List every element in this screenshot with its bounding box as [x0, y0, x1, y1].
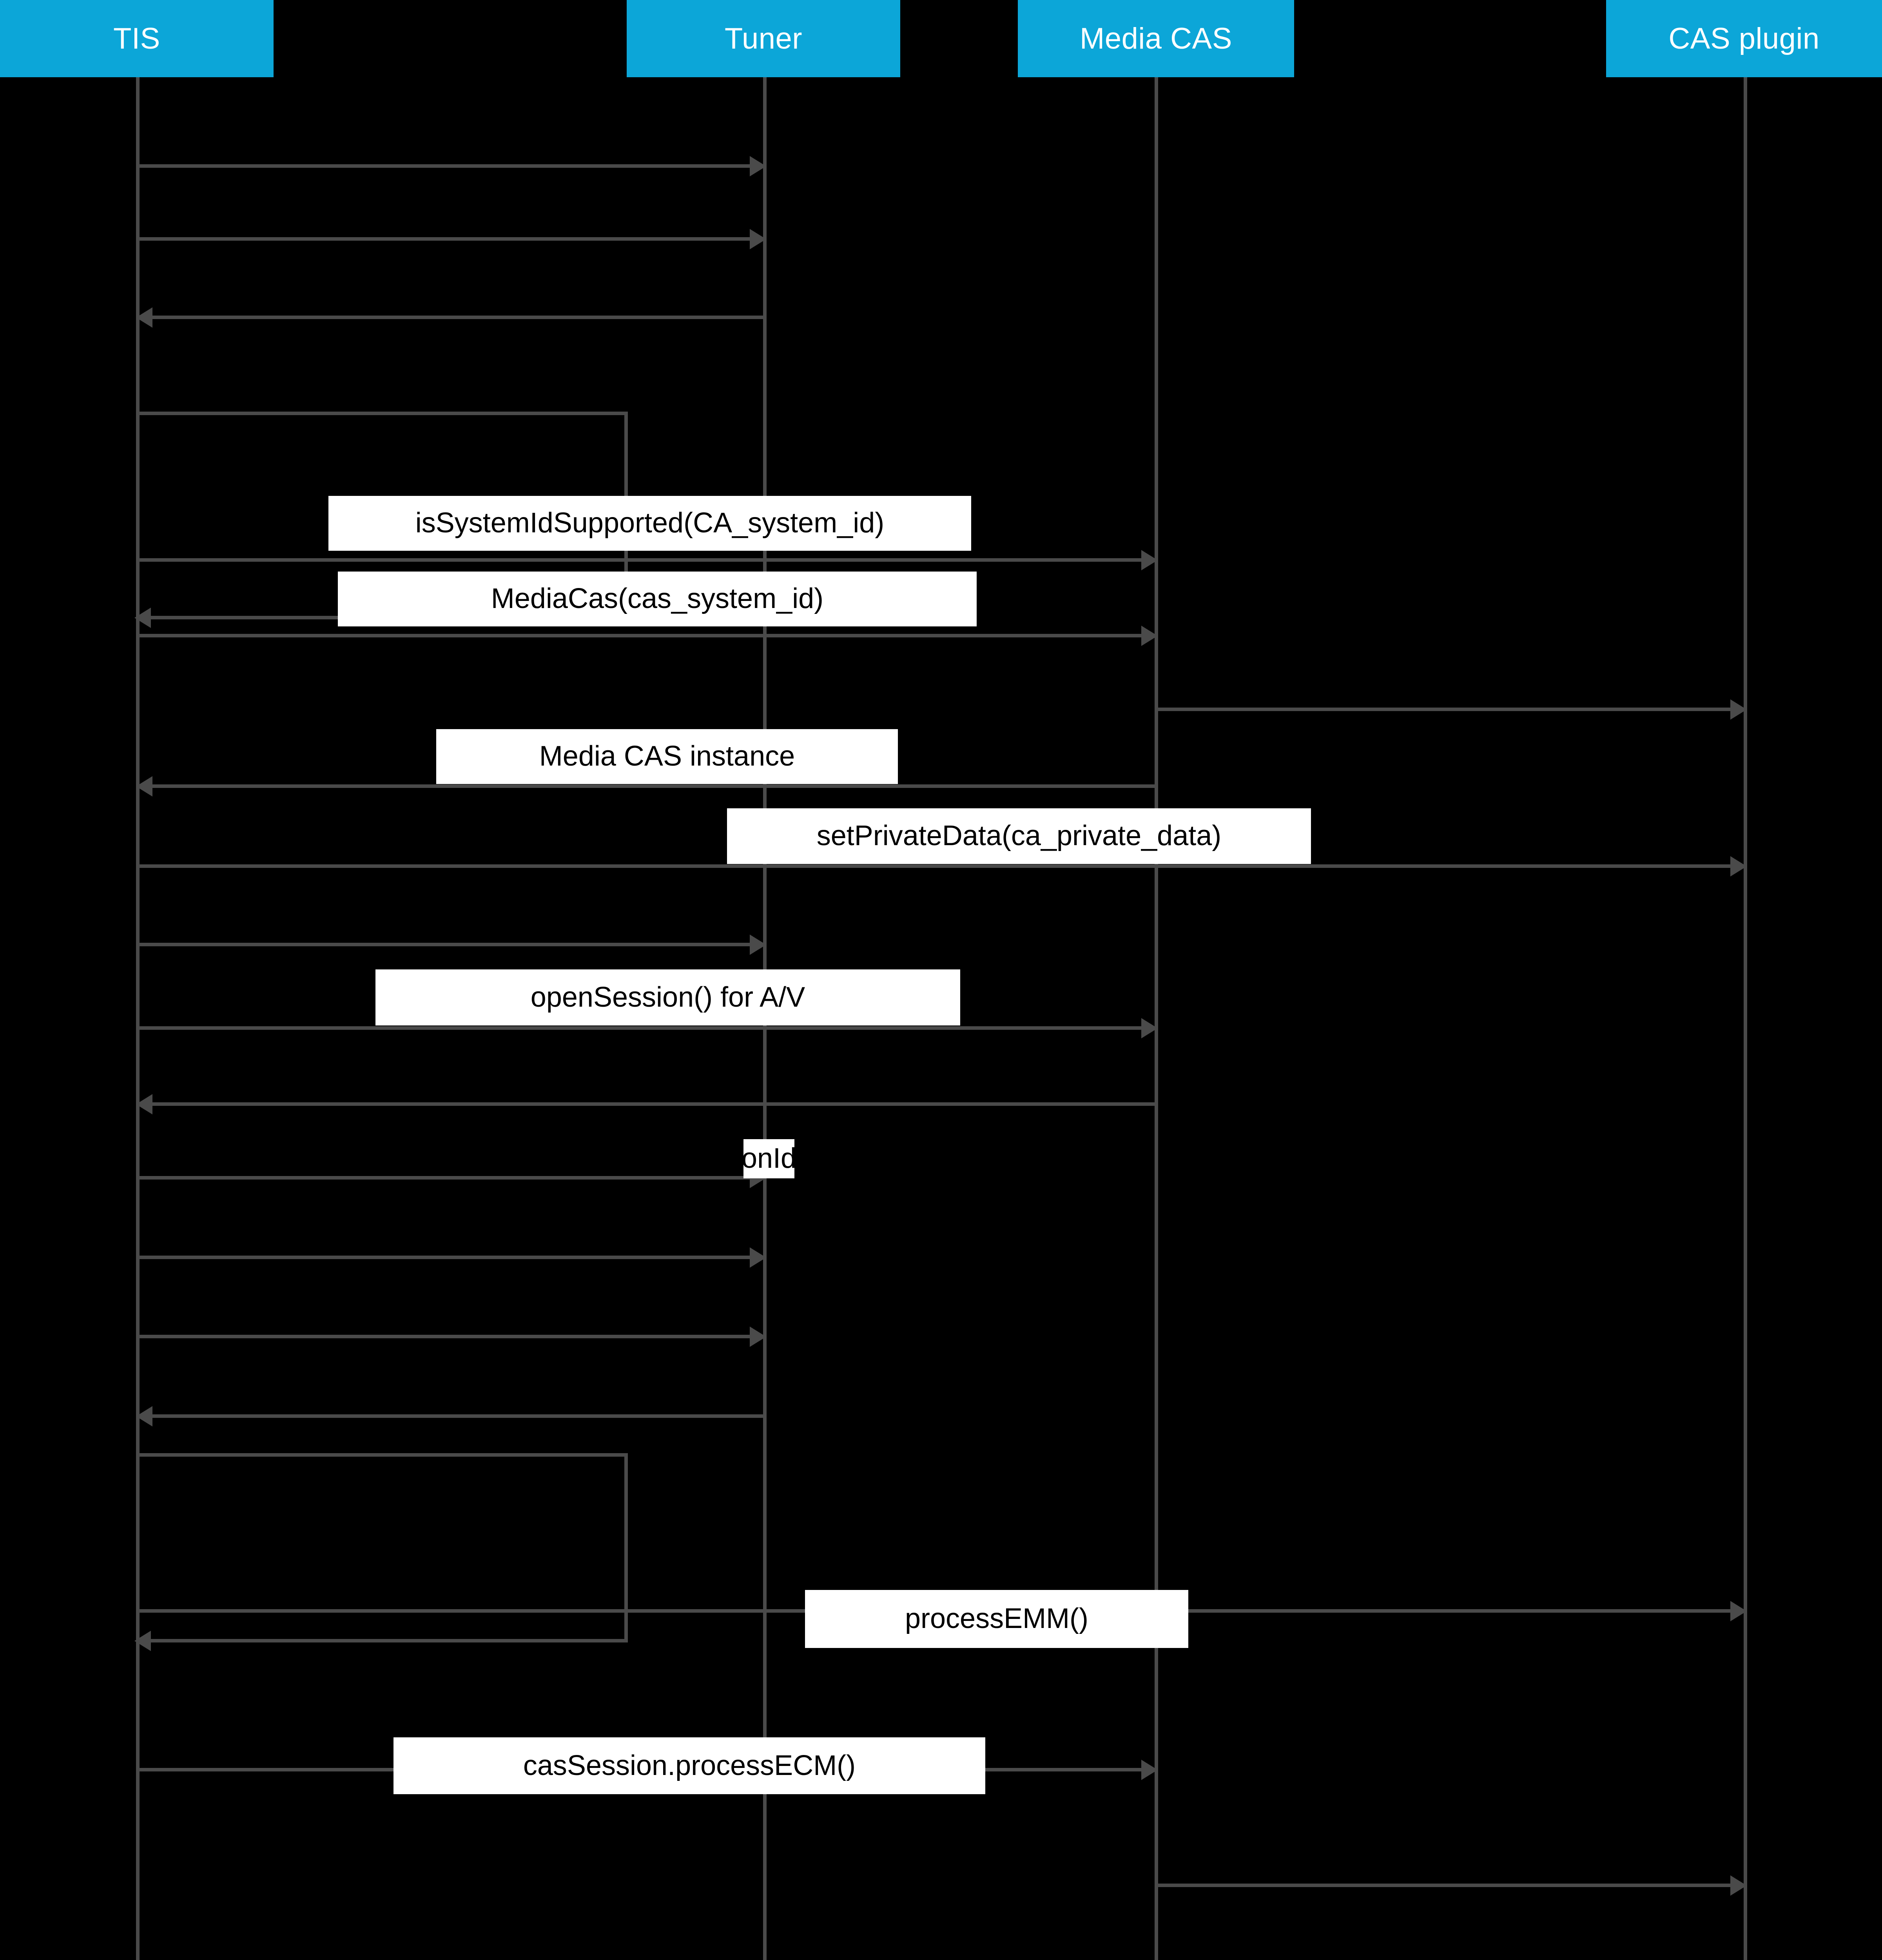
message-arrow-m10[interactable]	[138, 943, 765, 946]
message-arrow-m12[interactable]	[138, 1102, 1156, 1106]
message-arrow-m7[interactable]	[1156, 708, 1745, 711]
message-label-l8: Media CAS instance	[436, 729, 898, 784]
message-label-l11: openSession() for A/V	[375, 969, 960, 1025]
self-message-segment-top	[136, 412, 628, 415]
participant-head-tuner[interactable]: Tuner	[627, 0, 900, 77]
lifeline-plugin	[1744, 77, 1747, 1960]
message-label-l13: onId	[743, 1139, 794, 1178]
message-arrow-m9[interactable]	[138, 864, 1745, 868]
message-arrow-m16[interactable]	[138, 1414, 765, 1418]
self-message-segment-bot	[136, 1639, 628, 1642]
message-label-l5: isSystemIdSupported(CA_system_id)	[328, 496, 971, 551]
message-arrow-m6[interactable]	[138, 634, 1156, 637]
self-message-segment-top	[136, 1453, 628, 1457]
participant-head-tis[interactable]: TIS	[0, 0, 274, 77]
message-arrow-m20[interactable]	[1156, 1884, 1745, 1887]
message-arrow-m1[interactable]	[138, 164, 765, 168]
message-arrow-m8[interactable]	[138, 784, 1156, 788]
lifeline-tis	[136, 77, 140, 1960]
message-label-l19: casSession.processECM()	[393, 1737, 985, 1794]
message-arrow-m5[interactable]	[138, 558, 1156, 562]
participant-label: CAS plugin	[1668, 22, 1820, 55]
message-arrow-m14[interactable]	[138, 1256, 765, 1259]
message-label-l18: processEMM()	[805, 1590, 1188, 1648]
self-message-segment-right	[624, 1453, 628, 1642]
participant-label: Tuner	[724, 22, 803, 55]
participant-head-plugin[interactable]: CAS plugin	[1606, 0, 1882, 77]
message-arrow-m2[interactable]	[138, 237, 765, 241]
message-label-l9: setPrivateData(ca_private_data)	[727, 808, 1311, 864]
self-message-m17[interactable]	[136, 1453, 628, 1642]
participant-label: Media CAS	[1080, 22, 1232, 55]
participant-label: TIS	[113, 22, 160, 55]
message-arrow-m13[interactable]	[138, 1176, 765, 1180]
message-arrow-m15[interactable]	[138, 1335, 765, 1338]
message-arrow-m3[interactable]	[138, 316, 765, 319]
message-label-l6: MediaCas(cas_system_id)	[338, 572, 977, 626]
participant-head-cas[interactable]: Media CAS	[1018, 0, 1294, 77]
message-arrow-m11[interactable]	[138, 1026, 1156, 1030]
